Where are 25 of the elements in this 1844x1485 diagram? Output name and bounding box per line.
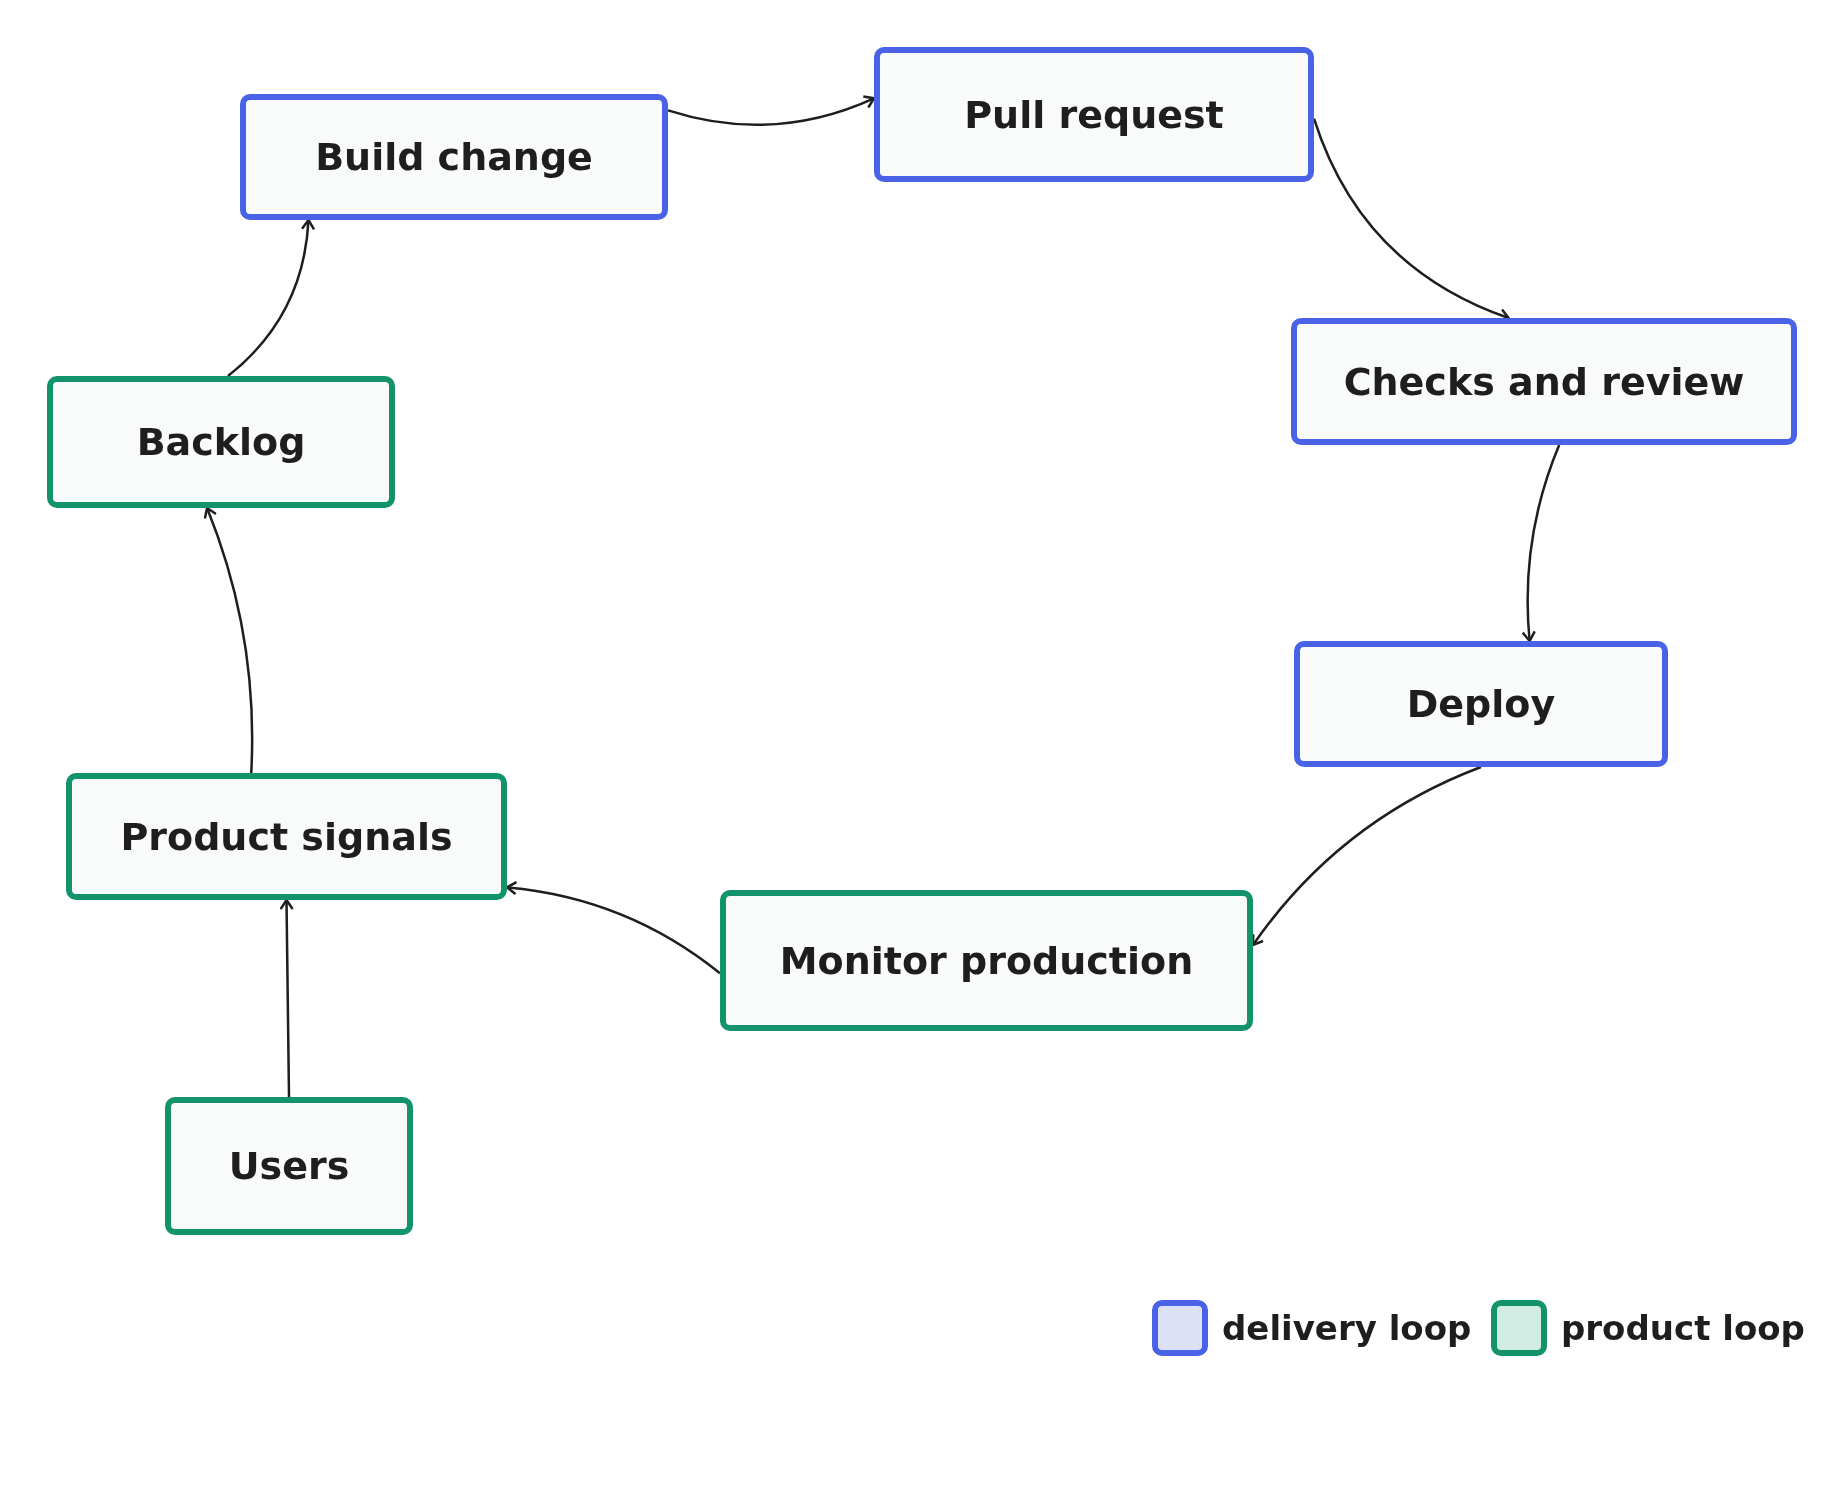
legend-label: delivery loop	[1222, 1308, 1472, 1348]
node-label: Users	[228, 1144, 350, 1188]
node-label: Checks and review	[1343, 359, 1745, 404]
process-box	[240, 94, 668, 220]
process-box	[874, 47, 1314, 182]
process-box	[720, 890, 1253, 1031]
arrow	[505, 881, 721, 975]
node-label: Backlog	[136, 420, 306, 464]
process-box	[1294, 641, 1668, 767]
legend-label: product loop	[1561, 1308, 1805, 1348]
process-box	[47, 376, 395, 508]
node-label: Build change	[315, 135, 593, 179]
process-box	[165, 1097, 413, 1235]
node-label: Pull request	[964, 92, 1224, 137]
arrow	[279, 898, 294, 1097]
node-label: Deploy	[1406, 682, 1556, 726]
node-label: Monitor production	[779, 938, 1194, 983]
process-box	[1291, 318, 1797, 445]
arrow	[1251, 765, 1482, 947]
arrow	[227, 218, 315, 377]
node-label: Product signals	[120, 814, 453, 859]
arrow	[667, 95, 876, 126]
arrow	[1521, 444, 1561, 643]
process-box	[66, 773, 507, 900]
arrow	[203, 506, 254, 774]
